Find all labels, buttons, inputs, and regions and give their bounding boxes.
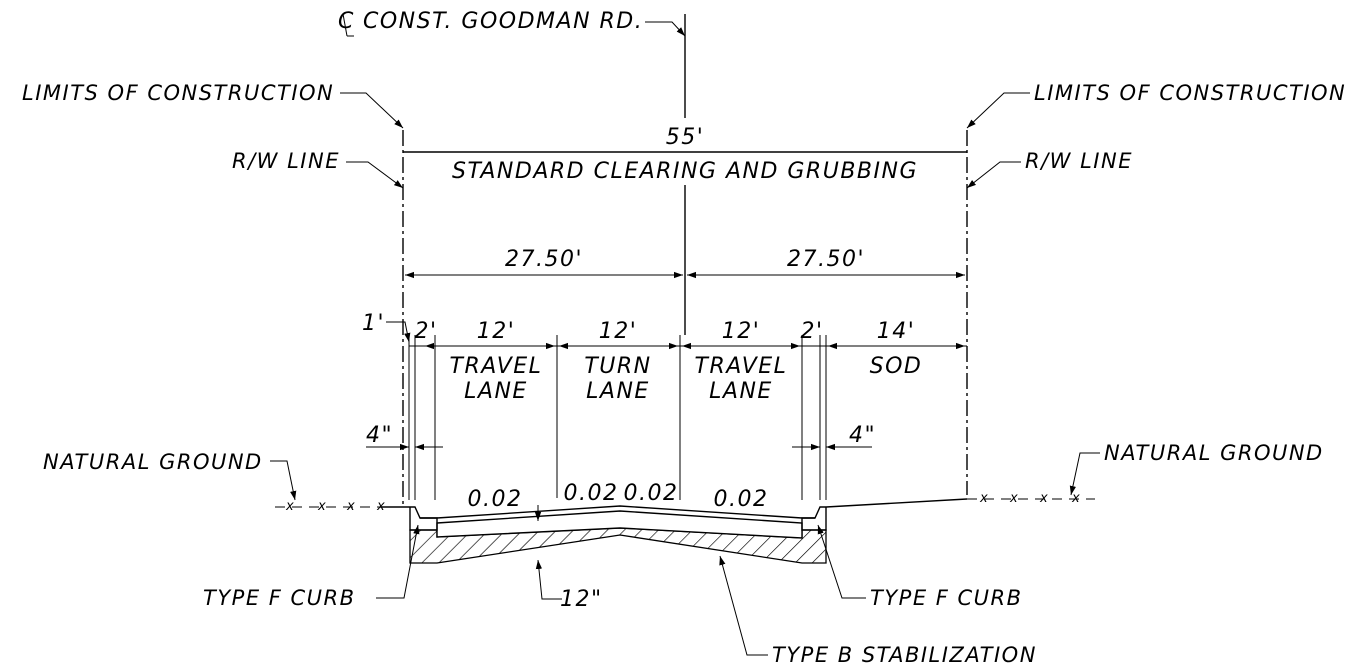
dim-12-b: 12' <box>599 319 638 344</box>
limits-right-label: LIMITS OF CONSTRUCTION <box>1034 81 1346 105</box>
slope-4: 0.02 <box>714 487 769 512</box>
dim-1ft-leader <box>386 321 411 343</box>
dim-12-c: 12' <box>722 319 761 344</box>
clearing-label: STANDARD CLEARING AND GRUBBING <box>452 159 918 184</box>
svg-text:x: x <box>317 499 327 514</box>
natural-ground-right-leader <box>1069 452 1100 496</box>
pavement-section <box>380 498 968 564</box>
lane2-line2: LANE <box>586 379 650 404</box>
limits-left-label: LIMITS OF CONSTRUCTION <box>22 81 334 105</box>
svg-text:x: x <box>1071 491 1081 506</box>
ground-tie-right <box>825 498 968 508</box>
curb-width-left: 4" <box>366 423 393 448</box>
svg-text:x: x <box>1009 491 1019 506</box>
curb-left-leader <box>376 524 420 599</box>
curb-right-label: TYPE F CURB <box>870 586 1023 610</box>
curb-left-shape <box>409 506 438 531</box>
svg-text:x: x <box>979 491 989 506</box>
slope-2: 0.02 <box>564 481 619 506</box>
svg-text:x: x <box>1039 491 1049 506</box>
lane3-line1: TRAVEL <box>695 354 788 379</box>
svg-text:x: x <box>285 499 295 514</box>
dim-2ft-left: 2' <box>414 319 437 344</box>
rw-left-leader <box>346 161 404 189</box>
curb-right-shape <box>801 506 827 531</box>
rw-left-label: R/W LINE <box>232 149 340 173</box>
total-width-label: 55' <box>666 125 705 150</box>
slope-3: 0.02 <box>624 481 679 506</box>
curb-left-label: TYPE F CURB <box>203 586 356 610</box>
lane1-line2: LANE <box>464 379 528 404</box>
centerline-leader <box>645 21 686 37</box>
natural-ground-right-line: x x x x <box>967 491 1095 506</box>
base-layer <box>436 510 803 539</box>
centerline-symbol: C <box>338 9 355 37</box>
sod-label: SOD <box>870 354 923 379</box>
svg-text:C: C <box>338 9 355 34</box>
lane3-line2: LANE <box>709 379 773 404</box>
svg-text:x: x <box>346 499 356 514</box>
stab-depth-label: 12" <box>560 587 603 612</box>
centerline-group: C CONST. GOODMAN RD. <box>338 9 686 335</box>
stabilization-leader <box>719 555 768 656</box>
dim-1ft-label: 1' <box>362 311 385 336</box>
curb-right-leader <box>817 524 866 599</box>
lane1-line1: TRAVEL <box>450 354 543 379</box>
curb-width-right: 4" <box>849 423 876 448</box>
natural-ground-left-label: NATURAL GROUND <box>43 450 263 474</box>
centerline-label: CONST. GOODMAN RD. <box>363 9 643 34</box>
slope-1: 0.02 <box>468 487 523 512</box>
natural-ground-right-label: NATURAL GROUND <box>1104 441 1324 465</box>
rw-right-leader <box>966 161 1021 189</box>
stabilization-label: TYPE B STABILIZATION <box>772 643 1037 667</box>
dim-2ft-right: 2' <box>800 319 823 344</box>
stab-depth-leader <box>535 559 562 600</box>
half-right-label: 27.50' <box>787 247 865 272</box>
limits-left-leader <box>340 92 404 129</box>
rw-right-label: R/W LINE <box>1025 149 1133 173</box>
lane-extension-lines <box>408 335 827 500</box>
half-left-label: 27.50' <box>505 247 583 272</box>
dim-12-a: 12' <box>477 319 516 344</box>
limits-right-leader <box>966 92 1030 129</box>
lane2-line1: TURN <box>584 354 651 379</box>
dim-14: 14' <box>877 319 916 344</box>
natural-ground-left-leader <box>270 460 297 501</box>
